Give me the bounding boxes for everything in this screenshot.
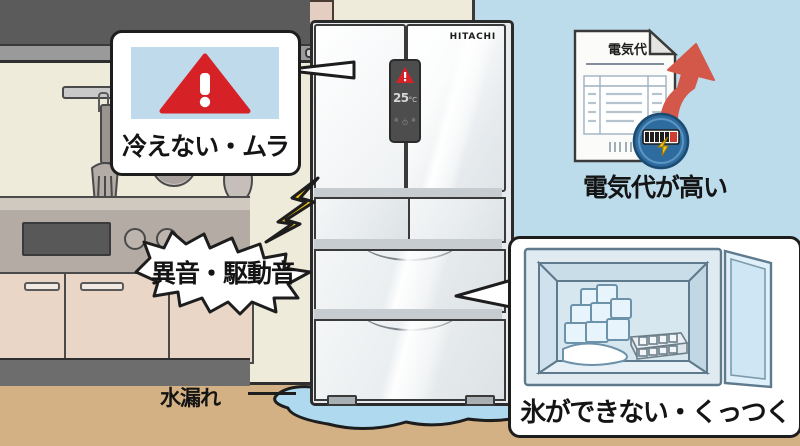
panel-divider: |: [403, 117, 407, 124]
refrigerator: HITACHI 25°C ❄ | ❄ ⏻: [310, 20, 514, 406]
snowflake-icon-2[interactable]: ❄: [411, 117, 417, 124]
stove-display: [22, 222, 111, 256]
temperature-value: 25: [392, 91, 409, 105]
drawer-gloss-2: [316, 321, 504, 399]
stove-knob-1[interactable]: [124, 228, 146, 250]
temperature-unit: °C: [408, 96, 418, 104]
leak-leader-line: [248, 392, 296, 395]
callout-cooling: 冷えない・ムラ: [110, 30, 301, 176]
snowflake-icon-1[interactable]: ❄: [393, 117, 399, 124]
control-panel[interactable]: 25°C ❄ | ❄ ⏻: [389, 59, 421, 143]
lightning-bolt-icon: [264, 176, 320, 244]
fridge-door-right[interactable]: HITACHI: [406, 24, 506, 192]
fridge-drawer-small-left[interactable]: [314, 197, 410, 243]
hitachi-logo: HITACHI: [449, 32, 496, 42]
freezer-interior-icon: [523, 247, 773, 389]
panel-icon-row[interactable]: ❄ | ❄: [391, 107, 419, 126]
fridge-foot-left: [327, 395, 357, 406]
power-icon[interactable]: ⏻: [402, 119, 408, 127]
bill-title-text: 電気代: [608, 42, 647, 58]
fridge-foot-right: [465, 395, 495, 406]
cooling-icon-bg: [131, 47, 279, 119]
door-gloss: [408, 26, 504, 190]
callout-electricity-label: 電気代が高い: [582, 173, 728, 202]
callout-noise: 異音・駆動音: [128, 228, 318, 316]
drawer-gloss-1: [316, 251, 504, 311]
electric-meter-icon: [632, 112, 690, 170]
cabinet-kickplate: [0, 358, 250, 386]
callout-cooling-label: 冷えない・ムラ: [122, 132, 290, 161]
callout-leak-label: 水漏れ: [160, 386, 221, 410]
warning-triangle-icon: [396, 67, 414, 83]
cabinet-handle-2[interactable]: [80, 282, 124, 291]
fridge-drawer-large-1[interactable]: [314, 249, 506, 313]
callout-ice-label: 氷ができない・くっつく: [520, 398, 791, 428]
callout-ice: 氷ができない・くっつく: [508, 236, 800, 438]
fridge-drawer-small-right[interactable]: [408, 197, 506, 243]
fridge-drawer-large-2[interactable]: [314, 319, 506, 401]
warning-triangle-icon: [159, 53, 251, 114]
callout-noise-label: 異音・駆動音: [150, 259, 296, 288]
cabinet-handle-1[interactable]: [24, 282, 60, 291]
